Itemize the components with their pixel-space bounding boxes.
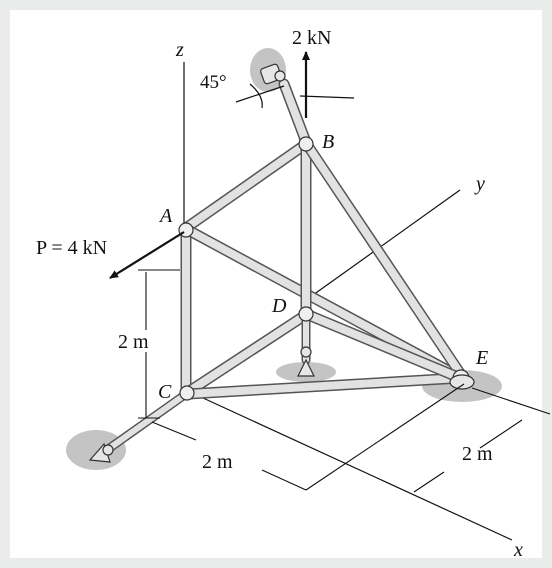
label-angle: 45° xyxy=(200,72,227,93)
label-dim-x: 2 m xyxy=(202,451,233,473)
dimension-lines xyxy=(138,269,551,493)
supports xyxy=(88,63,475,463)
member-CD xyxy=(182,310,310,398)
support-strut-B xyxy=(278,78,312,148)
loads xyxy=(109,51,310,279)
truss-members xyxy=(99,78,468,457)
member-CE xyxy=(182,372,466,400)
angle-indicator xyxy=(235,83,355,109)
shadow-C-support xyxy=(66,430,126,470)
member-AB xyxy=(180,138,312,234)
label-B: B xyxy=(322,131,334,153)
joint-D xyxy=(298,306,314,322)
label-z: z xyxy=(175,39,184,61)
label-force-B: 2 kN xyxy=(292,27,331,49)
label-A: A xyxy=(158,205,173,227)
label-x: x xyxy=(513,539,523,561)
label-E: E xyxy=(475,347,488,369)
support-C-pin xyxy=(88,442,114,463)
axes xyxy=(183,62,513,541)
support-strut-C xyxy=(99,389,191,457)
member-AE xyxy=(182,224,468,384)
label-dim-y: 2 m xyxy=(462,443,493,465)
label-P: P = 4 kN xyxy=(36,237,107,259)
support-D-pin xyxy=(297,346,315,377)
member-BE xyxy=(302,140,468,382)
support-E-ball xyxy=(449,374,475,390)
text-labels: z y x A B C D E P = 4 kN 2 kN 45° 2 m 2 … xyxy=(36,27,523,561)
force-P-arrow xyxy=(109,231,185,279)
support-B-pin xyxy=(260,63,286,85)
label-dim-vertical: 2 m xyxy=(118,331,149,353)
label-C: C xyxy=(158,381,172,403)
joint-C xyxy=(179,385,195,401)
x-axis xyxy=(189,391,513,541)
label-D: D xyxy=(271,295,287,317)
y-axis xyxy=(305,189,461,301)
joint-B xyxy=(298,136,314,152)
label-y: y xyxy=(474,173,485,195)
support-shadows xyxy=(66,48,502,470)
member-DE xyxy=(300,308,466,384)
